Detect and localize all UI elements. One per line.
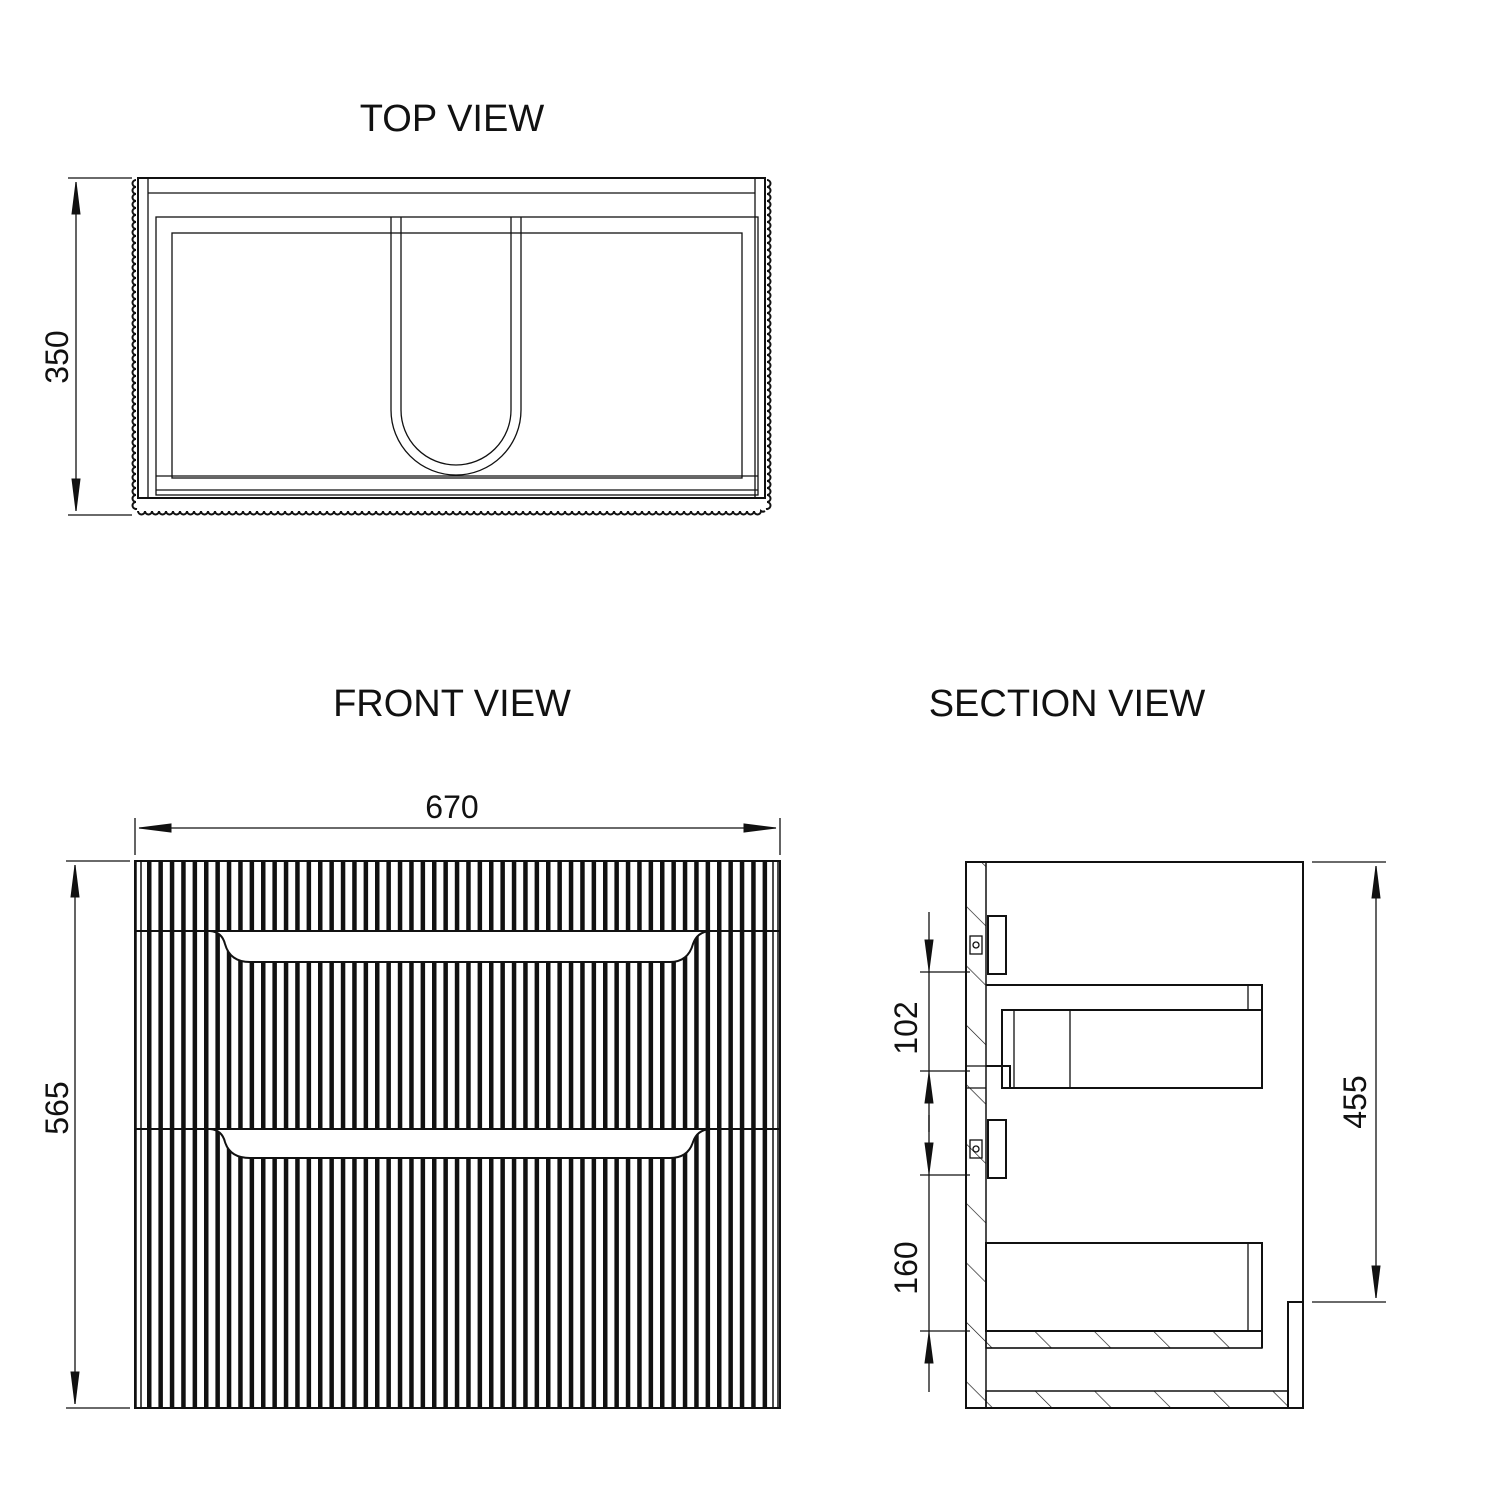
dimension-section-160: 160: [888, 1115, 970, 1392]
flute-groove: [751, 862, 756, 1407]
bottom-panel: [985, 1390, 1289, 1409]
lower-drawer-box: [985, 1242, 1263, 1332]
flute-groove: [169, 862, 175, 1407]
drawer-pull-upper: [209, 930, 711, 963]
dimension-top-depth: 350: [39, 177, 132, 516]
section-view-title: SECTION VIEW: [929, 683, 1206, 725]
flute-groove: [705, 862, 711, 1407]
top-view: TOP VIEW 350: [39, 98, 772, 516]
dimension-label-565: 565: [39, 1081, 75, 1134]
bracket-lower: [987, 1119, 1007, 1179]
fluted-edge-left: [131, 179, 138, 511]
dimension-label-160: 160: [888, 1241, 924, 1294]
dimension-front-height: 565: [39, 860, 130, 1409]
upper-drawer-tray: [986, 984, 1263, 1089]
dimension-section-455: 455: [1312, 861, 1386, 1303]
flute-groove: [147, 862, 152, 1407]
top-view-title: TOP VIEW: [360, 98, 545, 140]
flute-groove: [215, 862, 220, 1407]
flute-groove: [717, 862, 722, 1407]
dimension-front-width: 670: [134, 789, 781, 855]
flute-groove: [739, 862, 745, 1407]
drawer-pull-lower: [209, 1128, 711, 1159]
front-view-cabinet: [134, 860, 781, 1409]
flute-groove: [158, 862, 163, 1407]
section-view: SECTION VIEW: [888, 683, 1386, 1409]
dimension-label-350: 350: [39, 330, 75, 383]
front-kick: [1287, 1301, 1304, 1409]
front-view: FRONT VIEW 670 565: [39, 683, 781, 1409]
lower-drawer-base: [985, 1330, 1263, 1349]
back-panel: [965, 861, 987, 1409]
dimension-label-455: 455: [1337, 1075, 1373, 1128]
dimension-label-670: 670: [425, 789, 478, 825]
front-view-title: FRONT VIEW: [333, 683, 571, 725]
fluted-edge-bottom: [137, 509, 766, 516]
flute-groove: [728, 862, 733, 1407]
upper-drawer-box: [1001, 1009, 1263, 1089]
flute-groove: [762, 862, 768, 1407]
flute-groove: [181, 862, 186, 1407]
section-cabinet: [965, 861, 1304, 1409]
flute-groove: [204, 862, 209, 1407]
dimension-section-102: 102: [888, 912, 970, 1132]
bracket-upper: [987, 915, 1007, 975]
fluted-edge-right: [765, 179, 772, 511]
top-view-cabinet: [131, 177, 772, 516]
dimension-label-102: 102: [888, 1001, 924, 1054]
flute-groove: [192, 862, 198, 1407]
